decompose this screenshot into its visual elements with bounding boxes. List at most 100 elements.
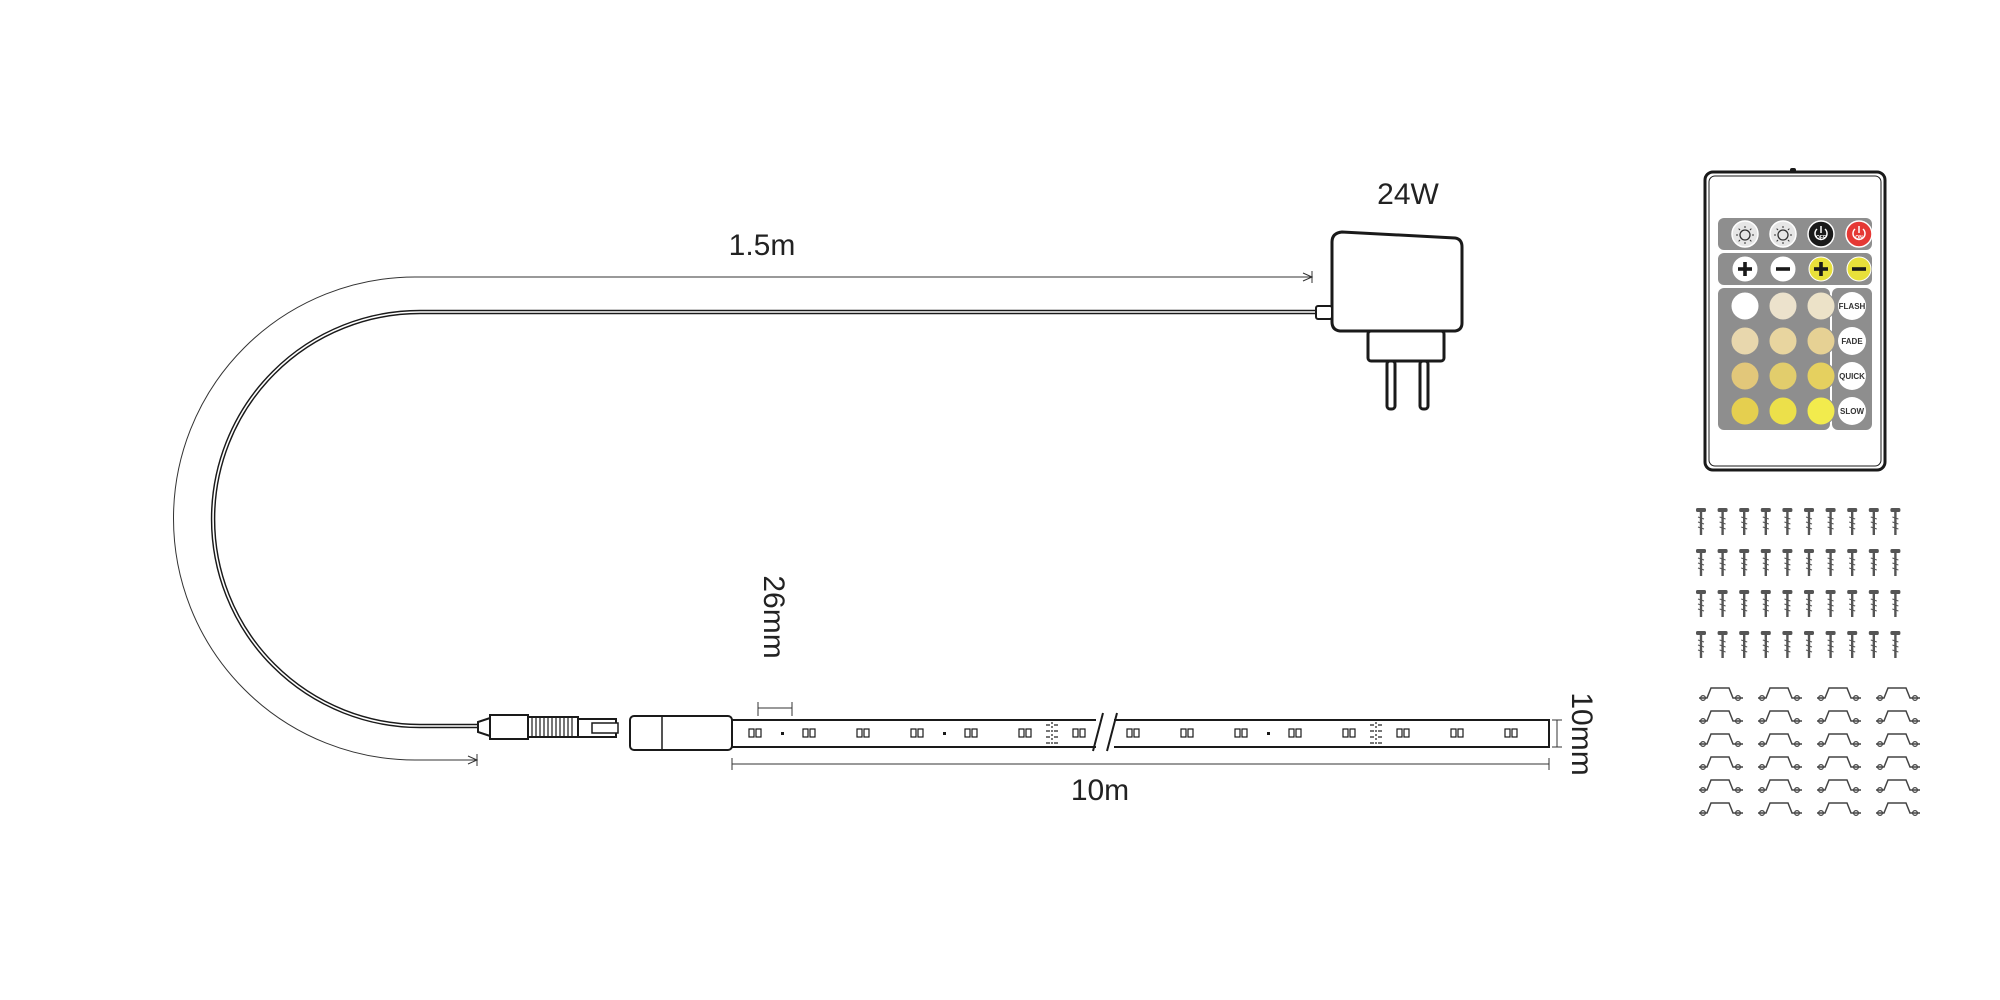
screw: [1760, 508, 1771, 535]
led-chip: [748, 728, 762, 738]
mounting-clip: [1817, 733, 1861, 747]
screw: [1868, 549, 1879, 576]
brightness-up-icon: [1731, 220, 1759, 248]
mounting-clip: [1876, 802, 1920, 816]
resistor: [781, 732, 784, 735]
screw: [1717, 549, 1728, 576]
screw: [1804, 631, 1814, 658]
screw: [1696, 508, 1706, 535]
screw: [1825, 508, 1836, 535]
color-temperature-button: [1768, 291, 1798, 321]
screw: [1760, 549, 1771, 576]
led-pitch-dimension: [757, 702, 793, 716]
screw: [1717, 590, 1728, 617]
led-chips: [748, 728, 1518, 738]
plus-icon: [1732, 256, 1758, 282]
mounting-clip: [1699, 779, 1743, 793]
remote-control: [1703, 168, 1887, 472]
strip-length-dimension: [731, 758, 1550, 770]
mounting-clip: [1699, 802, 1743, 816]
led-strip: [731, 719, 1550, 748]
remote-mode-buttons: FLASH FADE QUICK SLOW: [1838, 292, 1866, 425]
screw: [1825, 631, 1836, 658]
power-rating-label: 24W: [1377, 178, 1439, 211]
mounting-clip: [1699, 710, 1743, 724]
mode-button-label: QUICK: [1839, 372, 1865, 381]
screw: [1847, 508, 1858, 535]
screw: [1847, 631, 1858, 658]
strip-width-label: 10mm: [1565, 692, 1598, 775]
color-temperature-button: [1806, 291, 1836, 321]
remote-adjust-buttons: [1732, 256, 1872, 282]
screw: [1804, 590, 1814, 617]
screw: [1739, 631, 1750, 658]
screw: [1760, 590, 1771, 617]
resistor: [943, 732, 946, 735]
color-temperature-button: [1806, 396, 1836, 426]
mode-button-label: FADE: [1841, 337, 1863, 346]
mounting-clip: [1817, 779, 1861, 793]
mounting-clip: [1758, 733, 1802, 747]
cable-length-dimension: [173, 271, 1314, 766]
mounting-clip: [1758, 802, 1802, 816]
color-temperature-button: [1768, 361, 1798, 391]
mounting-clip: [1699, 756, 1743, 770]
led-chip: [1504, 728, 1518, 738]
led-chip: [1342, 728, 1356, 738]
cable-length-label: 1.5m: [729, 229, 796, 262]
screw: [1868, 631, 1879, 658]
screw: [1847, 549, 1858, 576]
plus-icon: [1808, 256, 1834, 282]
mounting-clip: [1817, 710, 1861, 724]
screw: [1739, 590, 1750, 617]
screw: [1717, 631, 1728, 658]
mounting-clip: [1876, 779, 1920, 793]
led-chip: [1180, 728, 1194, 738]
mounting-clip: [1699, 733, 1743, 747]
mounting-clip: [1817, 802, 1861, 816]
mode-button-label: SLOW: [1840, 407, 1864, 416]
mounting-clip: [1876, 687, 1920, 701]
led-chip: [1072, 728, 1086, 738]
screw: [1782, 508, 1793, 535]
mounting-clip: [1876, 756, 1920, 770]
mode-button: FLASH: [1838, 292, 1866, 320]
power-cable: [210, 309, 1325, 729]
mounting-clip: [1699, 687, 1743, 701]
screw: [1890, 508, 1901, 535]
led-chip: [856, 728, 870, 738]
color-temperature-button: [1730, 291, 1760, 321]
mounting-clip: [1758, 687, 1802, 701]
power-adapter: [1315, 230, 1464, 411]
cut-mark: [1046, 722, 1058, 746]
screw: [1782, 590, 1793, 617]
screw: [1696, 590, 1706, 617]
screw: [1739, 508, 1750, 535]
screw: [1804, 549, 1814, 576]
power-button-label: ON: [1855, 235, 1863, 241]
mounting-clip: [1817, 756, 1861, 770]
remote-color-grid: [1730, 291, 1836, 426]
screw: [1782, 549, 1793, 576]
cut-mark: [1370, 722, 1382, 746]
remote-top-buttons: OFF ON: [1731, 220, 1873, 248]
screw: [1696, 549, 1706, 576]
screw: [1847, 590, 1858, 617]
screw: [1825, 590, 1836, 617]
led-chip: [1288, 728, 1302, 738]
color-temperature-button: [1768, 326, 1798, 356]
led-chip: [1234, 728, 1248, 738]
mounting-clips: [1699, 687, 1920, 816]
color-temperature-button: [1730, 361, 1760, 391]
mode-button: FADE: [1838, 327, 1866, 355]
led-pitch-label: 26mm: [757, 575, 790, 658]
screw: [1825, 549, 1836, 576]
screw: [1890, 631, 1901, 658]
mounting-clip: [1876, 710, 1920, 724]
led-chip: [1450, 728, 1464, 738]
mounting-screws: [1696, 508, 1901, 658]
screw: [1890, 590, 1901, 617]
power-button-label: OFF: [1816, 235, 1826, 241]
screw: [1760, 631, 1771, 658]
strip-length-label: 10m: [1071, 774, 1129, 807]
